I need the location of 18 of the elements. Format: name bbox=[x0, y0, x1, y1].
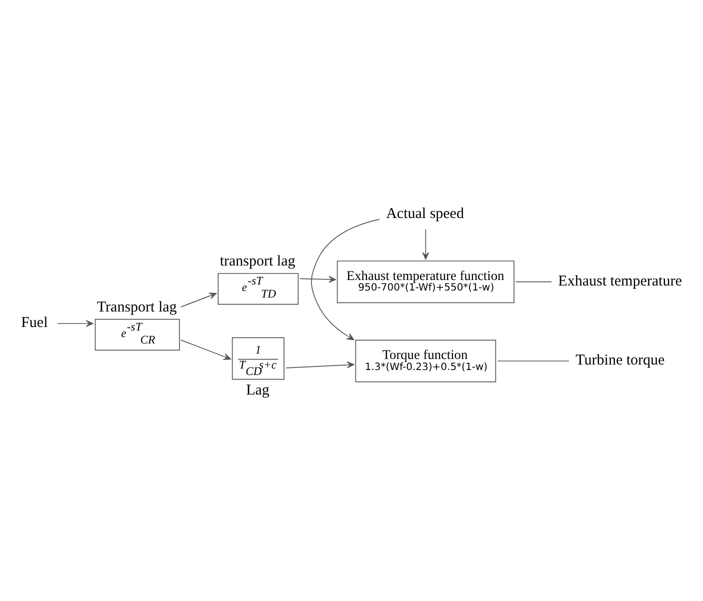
arrow bbox=[310, 218, 380, 340]
arrow bbox=[57, 320, 94, 326]
arrow bbox=[300, 276, 336, 282]
node-text: Actual speed bbox=[386, 206, 464, 222]
node-label: Lag bbox=[246, 382, 270, 398]
connector bbox=[515, 280, 552, 282]
node-text: Exhaust temperature bbox=[558, 273, 682, 289]
arrow bbox=[180, 339, 231, 360]
arrow bbox=[286, 361, 354, 368]
node-text: Fuel bbox=[21, 314, 48, 331]
node-box: Exhaust temperature function 950-700*(1-Wf)+550*(1-w) bbox=[336, 260, 514, 303]
node-text: Turbine torque bbox=[576, 352, 665, 368]
connector bbox=[497, 360, 570, 361]
node-label: transport lag bbox=[220, 253, 296, 269]
node-label: Transport lag bbox=[96, 298, 177, 315]
arrow bbox=[422, 228, 430, 260]
arrow bbox=[180, 292, 217, 307]
node-box: Torque function 1.3*(Wf-0.23)+0.5*(1-w) bbox=[355, 339, 496, 382]
